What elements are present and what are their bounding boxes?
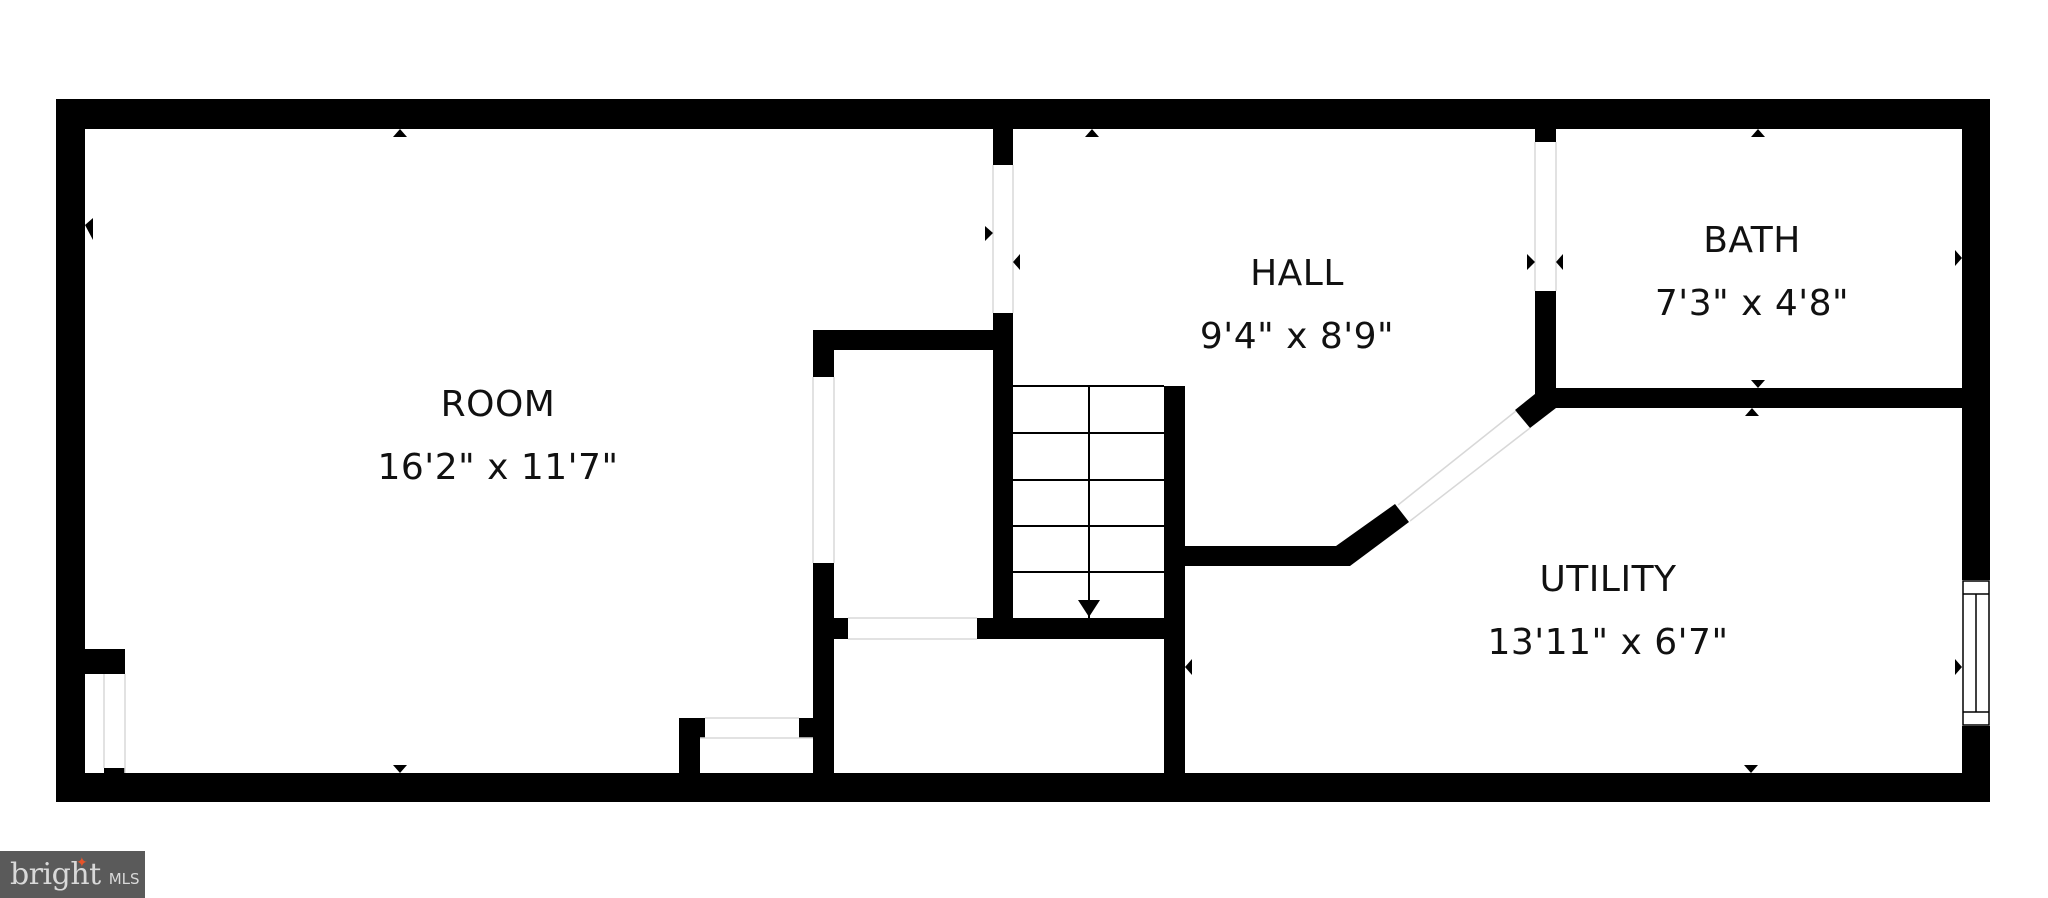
logo-brand: bright✦	[10, 855, 101, 892]
room-dimensions: 13'11" x 6'7"	[1487, 622, 1729, 663]
room-name: BATH	[1703, 220, 1801, 261]
outer-wall-left	[56, 99, 85, 802]
room-label-hall: HALL 9'4" x 8'9"	[1200, 253, 1394, 357]
utility-wall-diagonal-lower	[1336, 504, 1409, 566]
closet-door-stub-left	[834, 618, 848, 639]
hall-bath-wall-top	[1535, 129, 1556, 142]
left-nub	[85, 649, 125, 674]
closet-right-lower	[813, 639, 834, 773]
room-hall-wall-top	[993, 129, 1013, 165]
stair-right-wall	[1164, 386, 1185, 773]
room-name: UTILITY	[1539, 559, 1677, 600]
outer-wall-right-upper	[1962, 99, 1990, 580]
logo-brand-text: bright	[10, 857, 101, 892]
bright-mls-logo: bright✦ MLS	[0, 851, 145, 898]
star-icon: ✦	[76, 855, 88, 871]
left-window-cap	[104, 768, 125, 773]
openings	[103, 142, 1557, 773]
room-name: HALL	[1250, 253, 1344, 294]
closet-wall-top	[813, 330, 1013, 350]
room-label-bath: BATH 7'3" x 4'8"	[1655, 220, 1849, 324]
bath-bottom-wall	[1535, 388, 1962, 408]
logo-suffix: MLS	[108, 869, 140, 888]
room-label-room: ROOM 16'2" x 11'7"	[377, 384, 618, 488]
hall-bath-wall-lower	[1535, 291, 1556, 399]
utility-wall-diagonal-upper	[1515, 390, 1556, 428]
outer-wall-right-lower	[1962, 726, 1990, 802]
room-dimensions: 9'4" x 8'9"	[1199, 316, 1395, 357]
bottom-post-right-cap	[799, 718, 814, 738]
room-dimensions: 7'3" x 4'8"	[1654, 283, 1850, 324]
stairs	[1013, 385, 1164, 618]
room-hall-wall-mid	[993, 313, 1013, 639]
utility-wall-horizontal	[1185, 546, 1345, 566]
dimension-markers	[85, 129, 1962, 773]
room-label-utility: UTILITY 13'11" x 6'7"	[1487, 559, 1728, 663]
stair-down-arrow-icon	[1078, 600, 1100, 617]
room-dimensions: 16'2" x 11'7"	[377, 447, 619, 488]
room-name: ROOM	[440, 384, 556, 425]
outer-wall-bottom	[56, 773, 1990, 802]
walls	[56, 99, 1990, 802]
closet-bottom-wall	[977, 618, 1185, 639]
closet-wall-left-top	[813, 330, 834, 377]
right-window	[1962, 580, 1990, 726]
bottom-post-left-cap	[679, 718, 705, 738]
outer-wall-top	[56, 99, 1990, 129]
